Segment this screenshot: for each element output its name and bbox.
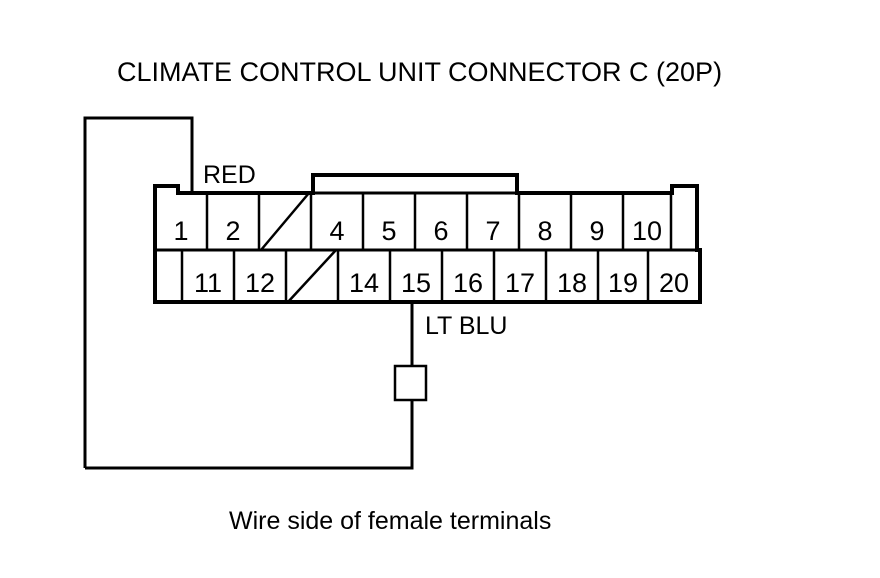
page-title: CLIMATE CONTROL UNIT CONNECTOR C (20P) <box>117 57 722 87</box>
pin-label-19: 19 <box>608 268 638 298</box>
pin-label-11: 11 <box>194 268 222 298</box>
pin-label-5: 5 <box>381 216 396 246</box>
lt-blu-wire-leader-line-lower <box>85 400 414 470</box>
pin-label-1: 1 <box>173 216 188 246</box>
bottom-row-pin-labels: 11 12 14 15 16 17 18 19 20 <box>194 268 689 298</box>
pin-label-12: 12 <box>245 268 275 298</box>
pin-label-18: 18 <box>557 268 587 298</box>
pin-label-6: 6 <box>433 216 448 246</box>
top-row-cell-dividers <box>205 193 673 250</box>
red-wire-leader-line <box>83 116 194 468</box>
terminal-square-box <box>393 364 428 402</box>
pin-label-14: 14 <box>349 268 379 298</box>
blank-cell-slash-position-13 <box>287 249 337 303</box>
pin-label-20: 20 <box>659 268 689 298</box>
diagram-caption: Wire side of female terminals <box>229 507 551 535</box>
top-row-pin-labels: 1 2 4 5 6 7 8 9 10 <box>173 216 662 246</box>
pin-label-15: 15 <box>401 268 431 298</box>
pin-label-7: 7 <box>485 216 500 246</box>
pin-label-9: 9 <box>589 216 604 246</box>
pin-label-4: 4 <box>329 216 344 246</box>
wire-label-red: RED <box>203 161 256 189</box>
blank-cell-slash-position-3 <box>260 192 310 251</box>
bottom-row-cell-dividers <box>180 250 650 302</box>
connector-outer-outline <box>153 173 702 304</box>
pin-label-8: 8 <box>537 216 552 246</box>
wire-label-lt-blu: LT BLU <box>425 312 507 340</box>
pin-label-2: 2 <box>225 216 240 246</box>
pin-label-10: 10 <box>632 216 662 246</box>
pin-label-16: 16 <box>453 268 483 298</box>
pin-label-17: 17 <box>505 268 535 298</box>
